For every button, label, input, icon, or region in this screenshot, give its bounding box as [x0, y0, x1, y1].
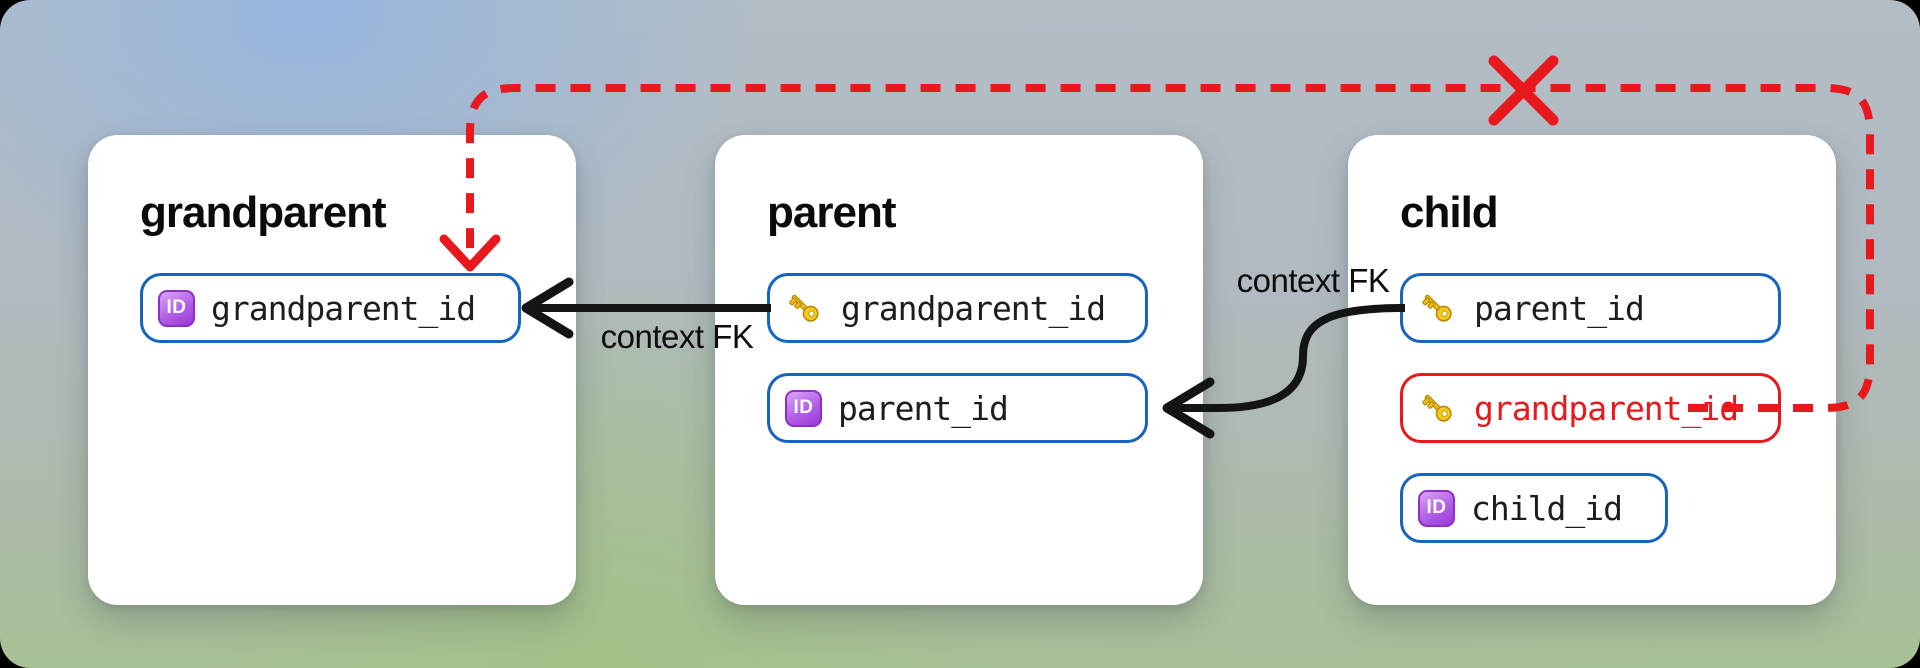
field-label: parent_id — [1474, 288, 1645, 328]
field-label: grandparent_id — [211, 288, 476, 328]
field-label: parent_id — [838, 388, 1009, 428]
id-badge-icon: ID — [1418, 489, 1455, 527]
field-pill-parent-parent_id: ID parent_id — [767, 373, 1148, 443]
edge-label-context-fk-2: context FK — [1236, 262, 1390, 299]
table-card-parent: parent grandparent_id ID parent_id — [715, 135, 1203, 605]
field-label: grandparent_id — [1474, 388, 1739, 428]
field-label: child_id — [1471, 488, 1623, 528]
table-card-grandparent: grandparent ID grandparent_id — [88, 135, 576, 605]
table-title: parent — [767, 188, 896, 237]
field-pill-parent-grandparent_id: grandparent_id — [767, 273, 1148, 343]
field-pill-child-grandparent_id-invalid: grandparent_id — [1400, 373, 1781, 443]
table-card-child: child parent_id — [1348, 135, 1836, 605]
key-icon — [789, 294, 819, 322]
field-pill-child-child_id: ID child_id — [1400, 473, 1668, 543]
field-pill-child-parent_id: parent_id — [1400, 273, 1781, 343]
id-badge-icon: ID — [785, 389, 822, 427]
key-icon — [1422, 294, 1452, 322]
field-label: grandparent_id — [841, 288, 1106, 328]
table-title: child — [1400, 188, 1499, 237]
key-icon — [1422, 394, 1452, 422]
table-title: grandparent — [140, 188, 387, 237]
edge-label-context-fk-1: context FK — [600, 318, 754, 355]
field-pill-grandparent-grandparent_id: ID grandparent_id — [140, 273, 521, 343]
id-badge-icon: ID — [158, 289, 195, 327]
not-allowed-x-icon — [1488, 55, 1559, 126]
